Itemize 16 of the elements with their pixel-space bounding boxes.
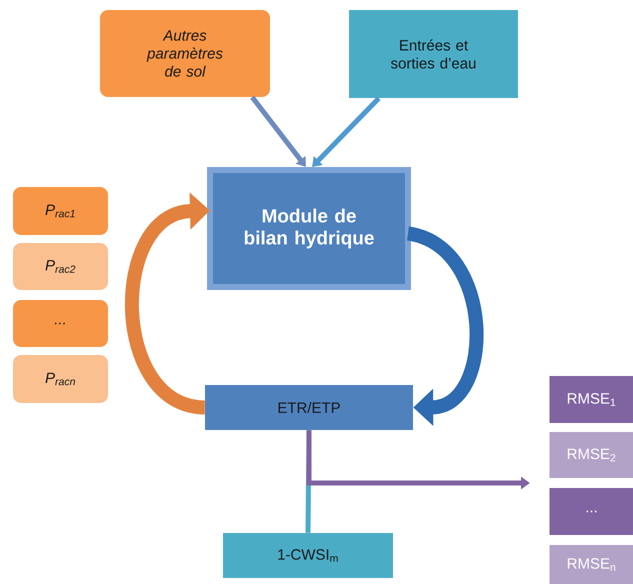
module-box: Module de bilan hydrique — [207, 167, 411, 290]
input-box: Entrées et sorties d’eau — [349, 10, 518, 98]
arrow — [312, 96, 381, 167]
result-box: RMSE$_{2}$ — [550, 432, 633, 478]
parameter-box: Autres paramètres de sol — [100, 10, 270, 97]
parameter-box: ... — [13, 300, 108, 347]
parameter-box: P$_{rac1}$ — [13, 187, 108, 235]
output-box: 1-CWSI$_{m}$ — [223, 533, 393, 578]
process-box: ETR/ETP — [205, 385, 413, 430]
arrow — [250, 96, 306, 167]
parameter-box: P$_{racn}$ — [13, 355, 108, 403]
arrow — [406, 226, 484, 426]
result-box: RMSE$_{1}$ — [550, 376, 633, 423]
result-box: RMSE$_{n}$ — [550, 545, 633, 584]
result-box: ... — [550, 488, 633, 535]
parameter-box: P$_{rac2}$ — [13, 243, 108, 290]
